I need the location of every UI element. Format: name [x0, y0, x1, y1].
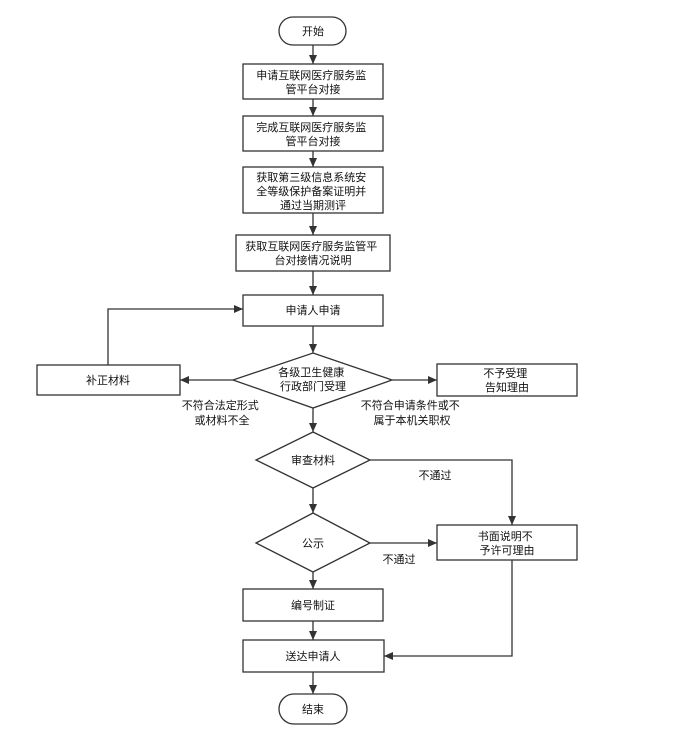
- apply-label: 申请人申请: [286, 304, 341, 317]
- edge-label-review-fail: 不通过: [419, 469, 452, 482]
- written-line2: 予许可理由: [480, 543, 535, 557]
- start-node: 开始: [278, 16, 347, 46]
- step1-line2: 管平台对接: [286, 82, 341, 96]
- arrow-supplement-to-apply: [107, 305, 243, 365]
- decision-line2: 行政部门受理: [280, 379, 346, 393]
- svg-text:书面说明不 予许可理由: 书面说明不 予许可理由: [478, 529, 537, 557]
- step-apply-platform: 申请互联网医疗服务监 管平台对接: [242, 63, 384, 100]
- edge-label-not-qualified: 不符合申请条件或不 属于本机关职权: [361, 398, 464, 427]
- svg-text:获取互联网医疗服务监管平 台对接情况说明: 获取互联网医疗服务监管平 台对接情况说明: [245, 239, 381, 267]
- step-deliver-applicant: 送达申请人: [242, 639, 385, 673]
- end-node: 结束: [278, 693, 348, 725]
- issue-label: 编号制证: [291, 598, 335, 612]
- step4-line2: 台对接情况说明: [275, 253, 352, 267]
- svg-text:不予受理 告知理由: 不予受理 告知理由: [483, 367, 531, 394]
- decision-review-materials: 审查材料: [254, 431, 372, 489]
- connectors: [107, 45, 516, 694]
- svg-text:各级卫生健康 行政部门受理: 各级卫生健康 行政部门受理: [278, 365, 348, 393]
- step1-line1: 申请互联网医疗服务监: [256, 68, 366, 82]
- edge-label-publicity-fail: 不通过: [383, 553, 416, 566]
- step-platform-statement: 获取互联网医疗服务监管平 台对接情况说明: [235, 234, 391, 272]
- step3-line1: 获取第三级信息系统安: [256, 170, 366, 184]
- step-applicant-apply: 申请人申请: [242, 294, 384, 327]
- arrow-written-to-deliver: [384, 560, 513, 660]
- deliver-label: 送达申请人: [286, 649, 341, 663]
- svg-text:获取第三级信息系统安 全等级保护备案证明并: 获取第三级信息系统安 全等级保护备案证明并 通过当期测评: [256, 170, 370, 212]
- written-line1: 书面说明不: [478, 529, 533, 543]
- step-reject-notice: 不予受理 告知理由: [436, 363, 578, 397]
- decision-health-dept: 各级卫生健康 行政部门受理: [231, 352, 394, 409]
- step4-line1: 获取互联网医疗服务监管平: [245, 239, 377, 253]
- supplement-label: 补正材料: [86, 373, 130, 387]
- step2-line2: 管平台对接: [286, 134, 341, 148]
- step-issue-certificate: 编号制证: [242, 588, 384, 622]
- step-supplement-materials: 补正材料: [36, 364, 181, 396]
- review-label: 审查材料: [291, 453, 335, 467]
- step2-line1: 完成互联网医疗服务监: [256, 120, 366, 134]
- start-label: 开始: [302, 24, 324, 38]
- svg-text:申请互联网医疗服务监 管平台对接: 申请互联网医疗服务监 管平台对接: [256, 68, 370, 96]
- step-written-explanation: 书面说明不 予许可理由: [436, 524, 578, 561]
- decision-line1: 各级卫生健康: [278, 365, 344, 379]
- svg-text:完成互联网医疗服务监 管平台对接: 完成互联网医疗服务监 管平台对接: [256, 120, 370, 148]
- reject-line1: 不予受理: [483, 367, 527, 380]
- decision-publicity: 公示: [254, 512, 372, 573]
- step-security-cert: 获取第三级信息系统安 全等级保护备案证明并 通过当期测评: [242, 166, 384, 214]
- publicity-label: 公示: [302, 537, 324, 550]
- end-label: 结束: [302, 703, 324, 716]
- arrow-review-to-written: [370, 459, 516, 525]
- step3-line2: 全等级保护备案证明并: [256, 184, 366, 198]
- edge-label-incomplete: 不符合法定形式 或材料不全: [182, 398, 263, 427]
- reject-line2: 告知理由: [485, 380, 529, 394]
- step-complete-platform: 完成互联网医疗服务监 管平台对接: [242, 115, 384, 152]
- step3-line3: 通过当期测评: [280, 198, 346, 212]
